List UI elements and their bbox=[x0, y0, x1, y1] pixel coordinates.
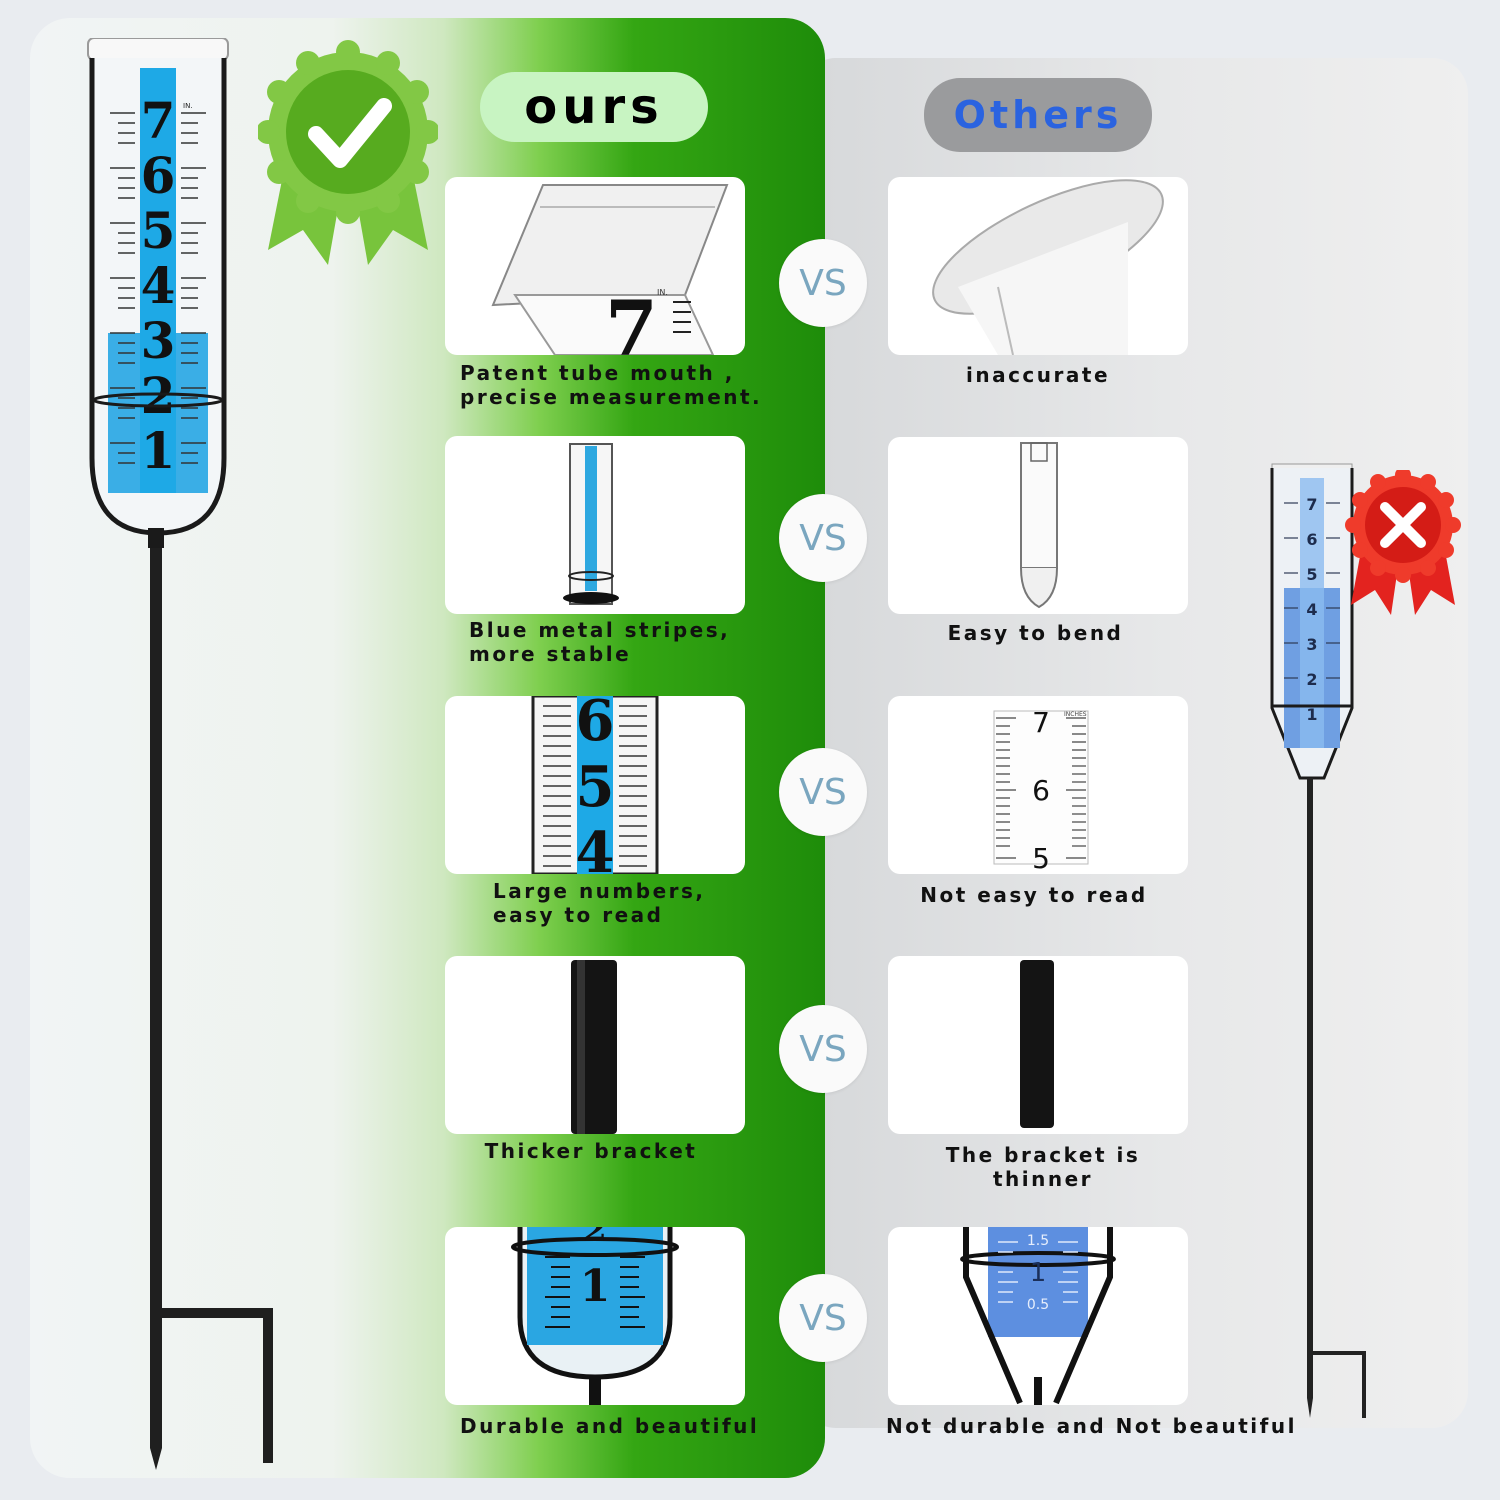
card-number: 6 bbox=[1032, 774, 1050, 807]
gauge-number: 3 bbox=[141, 311, 176, 370]
gauge-number: 7 bbox=[141, 91, 176, 150]
vs-badge: VS bbox=[779, 1005, 867, 1093]
vs-badge: VS bbox=[779, 494, 867, 582]
card-number: 0.5 bbox=[1027, 1297, 1049, 1313]
ours-rain-gauge: IN. 7 6 5 4 3 2 1 bbox=[80, 38, 280, 1478]
caption-ours-1: Patent tube mouth ,precise measurement. bbox=[460, 361, 763, 409]
card-ours-durable: 2 1 bbox=[445, 1227, 745, 1405]
svg-text:INCHES: INCHES bbox=[1064, 711, 1087, 718]
card-number: 7 bbox=[605, 284, 658, 355]
card-number: 7 bbox=[1032, 706, 1050, 739]
card-number: 1 bbox=[580, 1261, 611, 1312]
gauge-number: 4 bbox=[141, 256, 176, 315]
gauge-number: 3 bbox=[1306, 635, 1317, 654]
svg-text:IN.: IN. bbox=[183, 102, 193, 110]
caption-ours-2: Blue metal stripes,more stable bbox=[469, 618, 731, 666]
gauge-number: 4 bbox=[1306, 600, 1317, 619]
caption-others-2: Easy to bend bbox=[947, 621, 1124, 645]
gauge-number: 6 bbox=[141, 146, 176, 205]
card-others-tube-mouth bbox=[888, 177, 1188, 355]
caption-ours-4: Thicker bracket bbox=[484, 1139, 698, 1163]
caption-others-4: The bracket is thinner bbox=[945, 1143, 1141, 1191]
card-number: 2 bbox=[583, 1227, 607, 1250]
card-number: 4 bbox=[576, 820, 615, 874]
caption-ours-5: Durable and beautiful bbox=[460, 1414, 760, 1438]
card-number: 1.5 bbox=[1027, 1233, 1049, 1249]
card-number: 5 bbox=[1032, 842, 1050, 874]
svg-text:IN.: IN. bbox=[657, 288, 668, 297]
card-ours-blue-stripe bbox=[445, 436, 745, 614]
x-badge-icon bbox=[1343, 470, 1463, 620]
gauge-number: 1 bbox=[141, 421, 176, 480]
gauge-number: 6 bbox=[1306, 530, 1317, 549]
card-ours-tube-mouth: 7 IN. bbox=[445, 177, 745, 355]
gauge-number: 2 bbox=[1306, 670, 1317, 689]
check-badge-icon bbox=[258, 40, 438, 275]
others-label: Others bbox=[924, 78, 1152, 152]
card-others-thin-bracket bbox=[888, 956, 1188, 1134]
gauge-number: 7 bbox=[1306, 495, 1317, 514]
card-number: 6 bbox=[576, 696, 615, 754]
gauge-number: 5 bbox=[1306, 565, 1317, 584]
ours-label: ours bbox=[480, 72, 708, 142]
card-others-small-numbers: INCHES 7 6 5 bbox=[888, 696, 1188, 874]
card-others-not-durable: 1.5 1 0.5 bbox=[888, 1227, 1188, 1405]
card-ours-thick-bracket bbox=[445, 956, 745, 1134]
vs-badge: VS bbox=[779, 748, 867, 836]
caption-others-5: Not durable and Not beautiful bbox=[886, 1414, 1297, 1438]
gauge-number: 5 bbox=[141, 201, 176, 260]
card-number: 5 bbox=[576, 754, 615, 820]
card-others-bend bbox=[888, 437, 1188, 614]
card-ours-large-numbers: 6 5 4 bbox=[445, 696, 745, 874]
vs-badge: VS bbox=[779, 239, 867, 327]
vs-badge: VS bbox=[779, 1274, 867, 1362]
gauge-number: 1 bbox=[1306, 705, 1317, 724]
caption-others-1: inaccurate bbox=[965, 363, 1111, 387]
caption-others-3: Not easy to read bbox=[920, 883, 1148, 907]
others-rain-gauge: 7 6 5 4 3 2 1 bbox=[1262, 458, 1382, 1423]
card-number: 1 bbox=[1030, 1258, 1047, 1288]
caption-ours-3: Large numbers,easy to read bbox=[493, 879, 706, 927]
